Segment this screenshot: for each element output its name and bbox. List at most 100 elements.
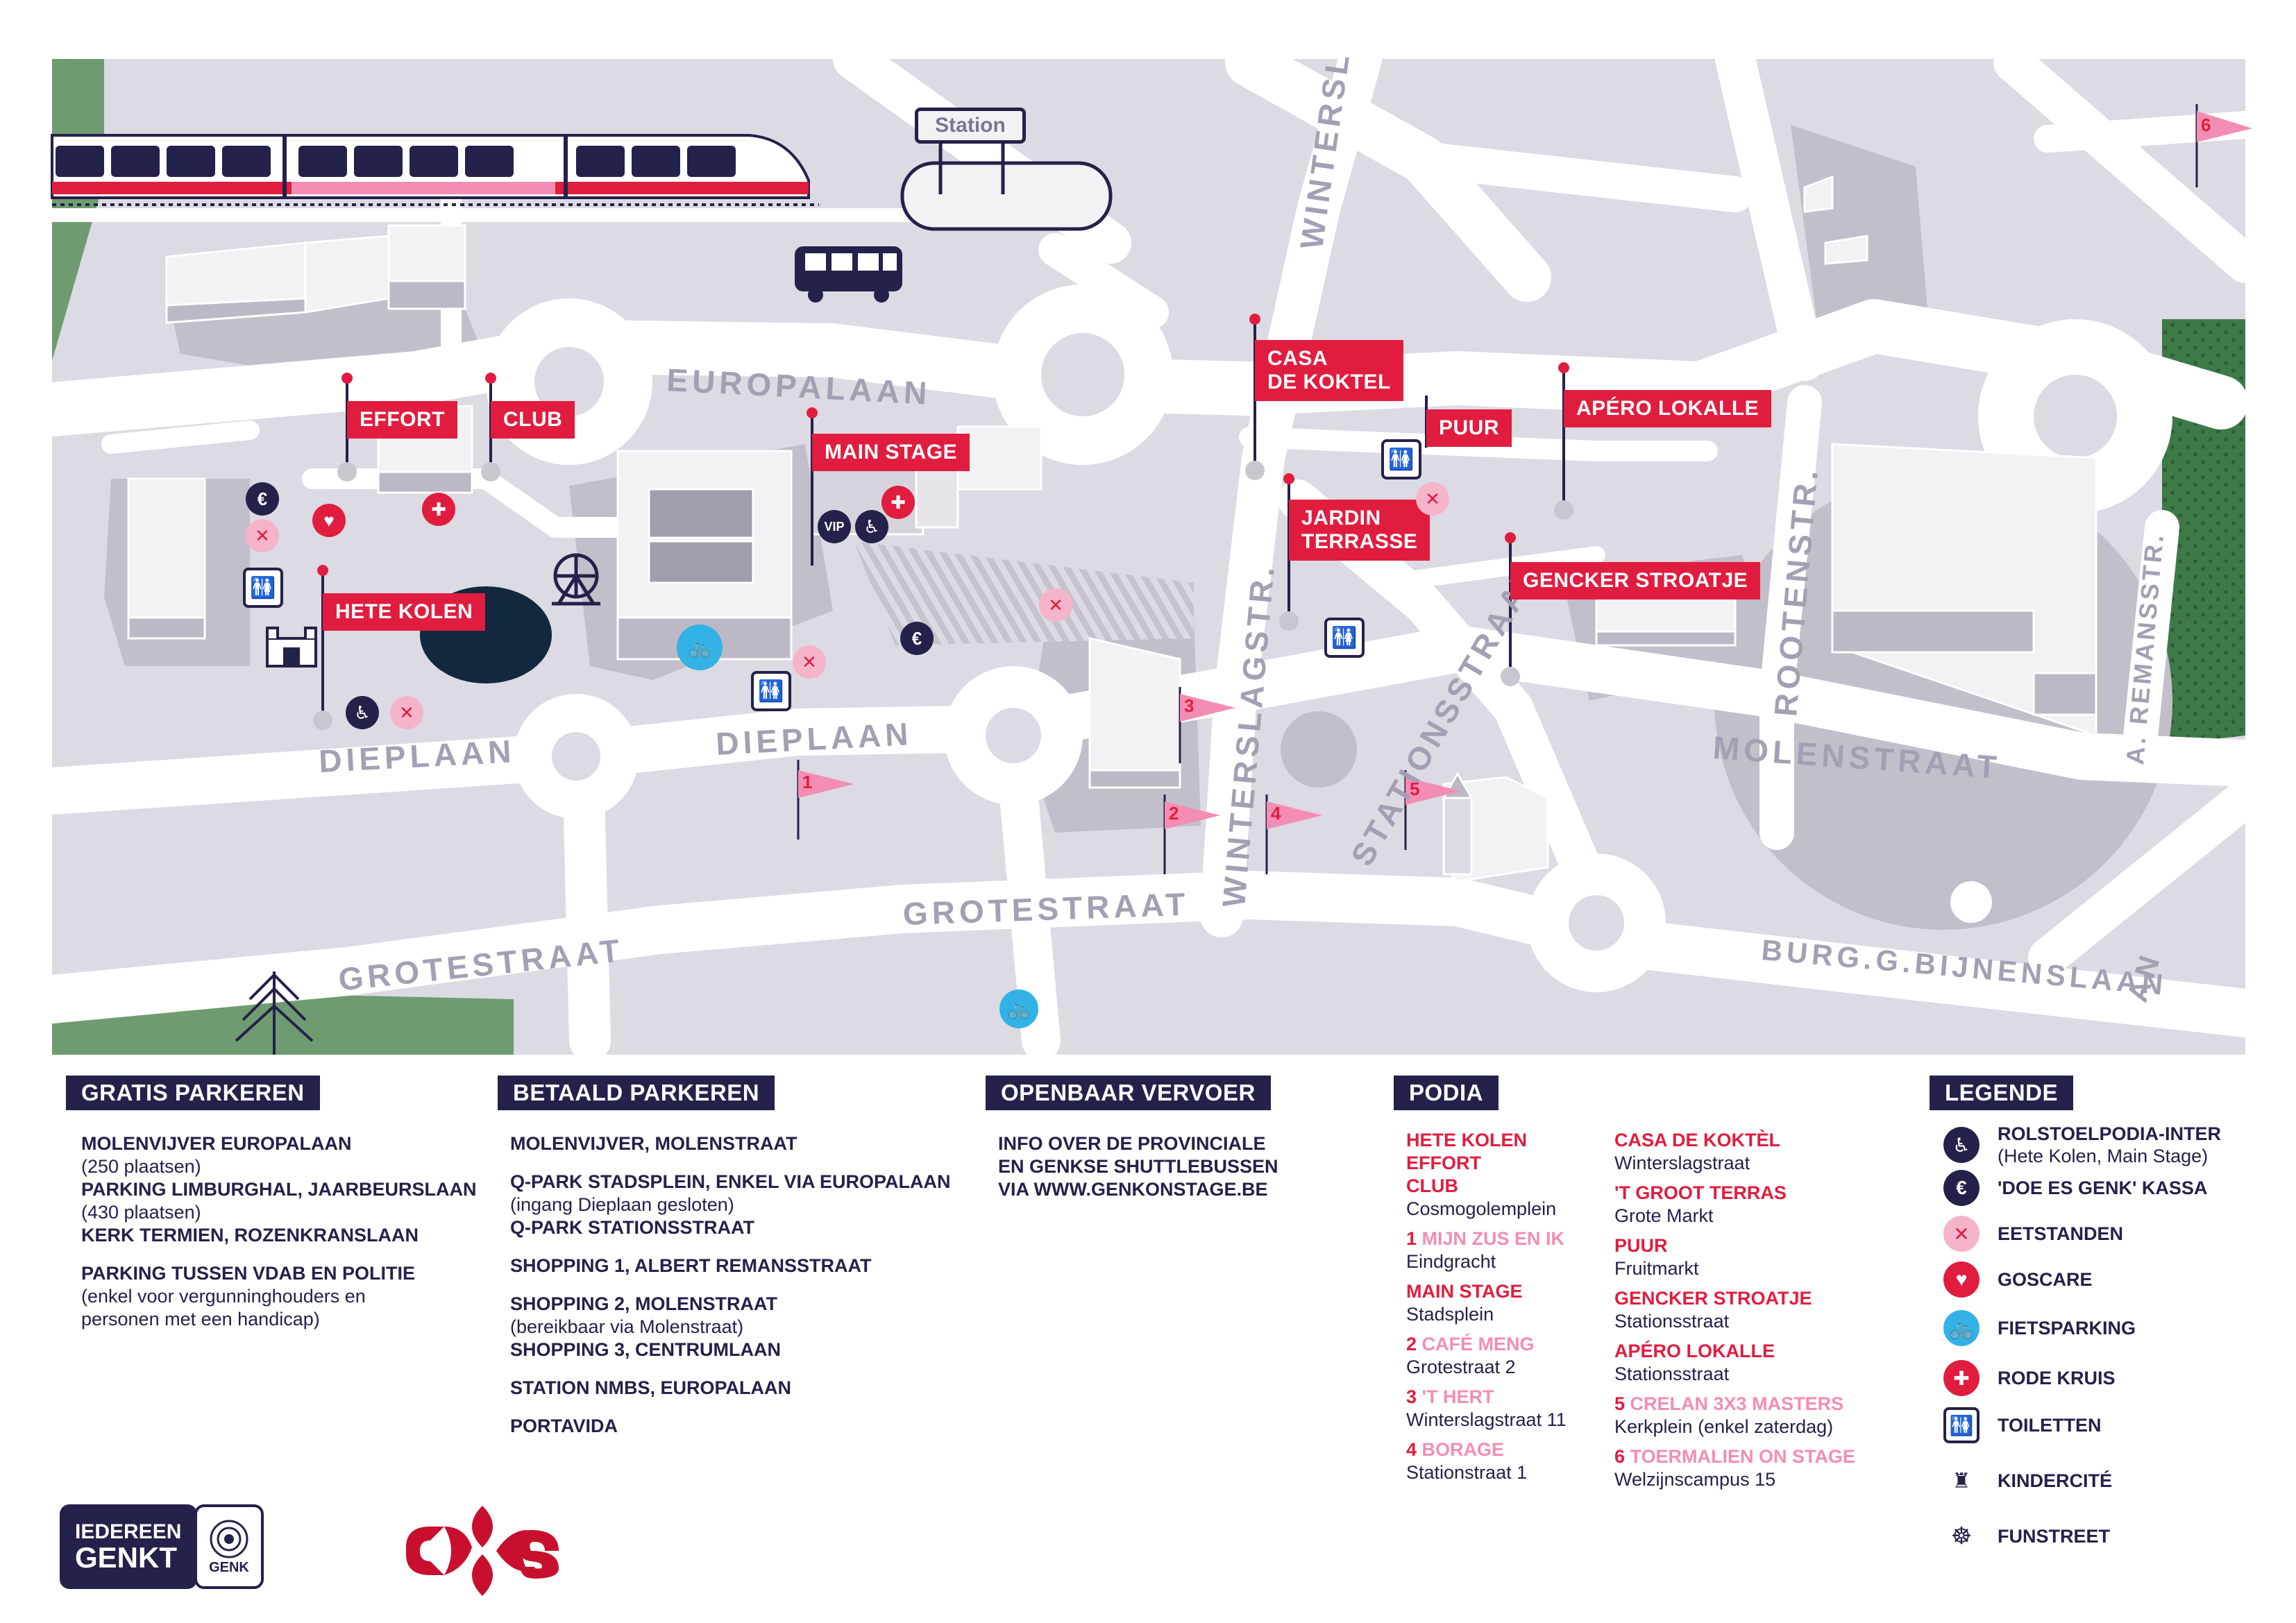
toilet-icon[interactable]: 🚻 [1381, 439, 1421, 479]
cutlery-icon[interactable]: ✕ [793, 645, 826, 679]
legend-label: FUNSTREET [1998, 1525, 2110, 1547]
pennant-number-4[interactable]: 4 [1271, 803, 1281, 824]
section-title-gratis-parkeren: GRATIS PARKEREN [66, 1076, 320, 1110]
parking-item: SHOPPING 1, ALBERT REMANSSTRAAT [510, 1255, 872, 1276]
legend-item-eetstanden: ✕ EETSTANDEN [1943, 1216, 2123, 1252]
stage-location: Fruitmarkt [1614, 1258, 1699, 1279]
stage-flag-puur[interactable]: PUUR [1426, 409, 1512, 447]
parking-item: Q-PARK STATIONSSTRAAT [510, 1217, 754, 1238]
parking-item: PARKING LIMBURGHAL, JAARBEURSLAAN [81, 1179, 477, 1200]
station-sign: Station [915, 108, 1026, 144]
hatched-zone [854, 541, 1194, 645]
legend-label: EETSTANDEN [1998, 1223, 2124, 1244]
logo-text: IEDEREEN [75, 1520, 182, 1543]
cutlery-icon[interactable]: ✕ [390, 696, 423, 729]
stage-flag-gencker-stroatje[interactable]: GENCKER STROATJE [1510, 562, 1761, 600]
pennant-number-3[interactable]: 3 [1184, 695, 1195, 716]
parking-note: (430 plaatsen) [81, 1202, 201, 1223]
station-label: Station [935, 114, 1006, 137]
festival-map: Station EUROPALAAN DIEPLAAN DIEPLAAN GRO… [51, 48, 2252, 1055]
transport-info-link[interactable]: VIA WWW.GENKONSTAGE.BE [998, 1179, 1268, 1200]
stage-flag-apero-lokalle[interactable]: APÉRO LOKALLE [1564, 390, 1772, 427]
iedereen-genkt-logo: IEDEREEN GENKT [60, 1504, 197, 1589]
stage-location: Stationstraat 1 [1406, 1462, 1528, 1483]
train-icon [51, 134, 819, 206]
legend-item-kassa: € 'DOE ES GENK' KASSA [1943, 1170, 2207, 1206]
stage-location: Eindgracht [1406, 1251, 1496, 1272]
bicycle-icon[interactable]: 🚲 [999, 989, 1038, 1028]
pennant-number-6[interactable]: 6 [2201, 114, 2211, 135]
legend-label: 'DOE ES GENK' KASSA [1998, 1177, 2208, 1198]
stage-location: Kerkplein (enkel zaterdag) [1614, 1416, 1834, 1437]
legend-item-goscare: ♥ GOSCARE [1943, 1261, 2093, 1298]
stage-name: CASA DE KOKTÈL [1614, 1130, 1781, 1150]
heart-icon: ♥ [1943, 1261, 1980, 1298]
bouncy-castle-icon: ♜ [1943, 1463, 1980, 1499]
parking-item: PORTAVIDA [510, 1416, 618, 1436]
stage-flag-main-stage[interactable]: MAIN STAGE [812, 434, 970, 471]
stage-location: Stadsplein [1406, 1304, 1494, 1325]
transport-info-line: INFO OVER DE PROVINCIALE [998, 1133, 1266, 1154]
red-cross-icon[interactable]: ✚ [422, 493, 455, 526]
parking-note: (250 plaatsen) [81, 1156, 201, 1177]
stage-flag-hete-kolen[interactable]: HETE KOLEN [323, 593, 486, 631]
pennant-number-5[interactable]: 5 [1410, 779, 1420, 799]
wheelchair-icon[interactable]: ♿ [855, 510, 888, 543]
transport-info-line: EN GENKSE SHUTTLEBUSSEN [998, 1156, 1278, 1177]
stage-location: Cosmogolemplein [1406, 1198, 1557, 1219]
seal-icon [210, 1520, 248, 1558]
wheelchair-icon[interactable]: ♿ [346, 696, 379, 729]
stage-name: CLUB [1406, 1175, 1458, 1196]
parking-item: MOLENVIJVER, MOLENSTRAAT [510, 1133, 797, 1154]
toilet-icon[interactable]: 🚻 [751, 671, 791, 711]
stage-name: GENCKER STROATJE [1614, 1288, 1812, 1309]
stage-location: Grote Markt [1614, 1205, 1714, 1226]
toilet-icon[interactable]: 🚻 [1324, 618, 1365, 658]
cutlery-icon[interactable]: ✕ [1039, 588, 1072, 622]
pennant-number-2[interactable]: 2 [1169, 803, 1179, 824]
legend-item-toiletten: 🚻 TOILETTEN [1943, 1407, 2102, 1443]
legend-label: RODE KRUIS [1998, 1367, 2116, 1388]
stage-flag-effort[interactable]: EFFORT [347, 401, 457, 439]
stage-name: EFFORT [1406, 1153, 1481, 1173]
stage-name: APÉRO LOKALLE [1614, 1341, 1775, 1361]
cutlery-icon[interactable]: ✕ [1416, 482, 1449, 516]
vip-badge[interactable]: VIP [818, 510, 851, 543]
genk-on-stage-logo [406, 1506, 559, 1596]
tree-icon [235, 971, 314, 1055]
legend-item-wheelchair: ♿ ROLSTOELPODIA-INTER (Hete Kolen, Main … [1943, 1123, 2221, 1167]
stage-flag-club[interactable]: CLUB [491, 401, 575, 439]
cutlery-icon[interactable]: ✕ [246, 519, 279, 552]
red-cross-icon: ✚ [1943, 1360, 1980, 1396]
toilet-icon[interactable]: 🚻 [243, 568, 283, 608]
stage-entry-1: 1 MIJN ZUS EN IK [1406, 1228, 1565, 1249]
legend-label: GOSCARE [1998, 1268, 2093, 1290]
euro-icon[interactable]: € [246, 482, 279, 516]
legend-item-funstreet: ☸ FUNSTREET [1943, 1518, 2110, 1554]
legend-label: TOILETTEN [1998, 1414, 2102, 1436]
stage-flag-casa-de-koktel[interactable]: CASA DE KOKTEL [1255, 340, 1403, 401]
parking-note: (enkel voor vergunninghouders en [81, 1286, 366, 1307]
legend-label: KINDERCITÉ [1998, 1470, 2113, 1491]
parking-item: Q-PARK STADSPLEIN, ENKEL VIA EUROPALAAN [510, 1171, 951, 1192]
stage-name: PUUR [1614, 1235, 1668, 1256]
podia-list-left: HETE KOLEN EFFORT CLUB Cosmogolemplein 1… [1406, 1129, 1607, 1484]
pennant-number-1[interactable]: 1 [802, 772, 813, 792]
section-title-legende: LEGENDE [1930, 1076, 2074, 1110]
heart-icon[interactable]: ♥ [312, 504, 346, 537]
euro-icon[interactable]: € [900, 622, 934, 655]
red-cross-icon[interactable]: ✚ [881, 486, 915, 519]
stage-flag-jardin-terrasse[interactable]: JARDIN TERRASSE [1289, 500, 1430, 561]
bicycle-icon: 🚲 [1943, 1310, 1980, 1346]
stage-location: Winterslagstraat 11 [1406, 1409, 1567, 1430]
bicycle-icon[interactable]: 🚲 [677, 624, 723, 670]
stage-location: Grotestraat 2 [1406, 1357, 1516, 1377]
bus-icon [795, 246, 902, 303]
logo-text: GENKT [75, 1541, 177, 1574]
legend-item-fietsparking: 🚲 FIETSPARKING [1943, 1310, 2136, 1346]
betaald-parkeren-list: MOLENVIJVER, MOLENSTRAAT Q-PARK STADSPLE… [510, 1132, 968, 1438]
parking-item: KERK TERMIEN, ROZENKRANSLAAN [81, 1225, 419, 1246]
parking-item: STATION NMBS, EUROPALAAN [510, 1377, 791, 1398]
parking-note: (bereikbaar via Molenstraat) [510, 1316, 744, 1337]
wheelchair-icon: ♿ [1943, 1127, 1980, 1163]
